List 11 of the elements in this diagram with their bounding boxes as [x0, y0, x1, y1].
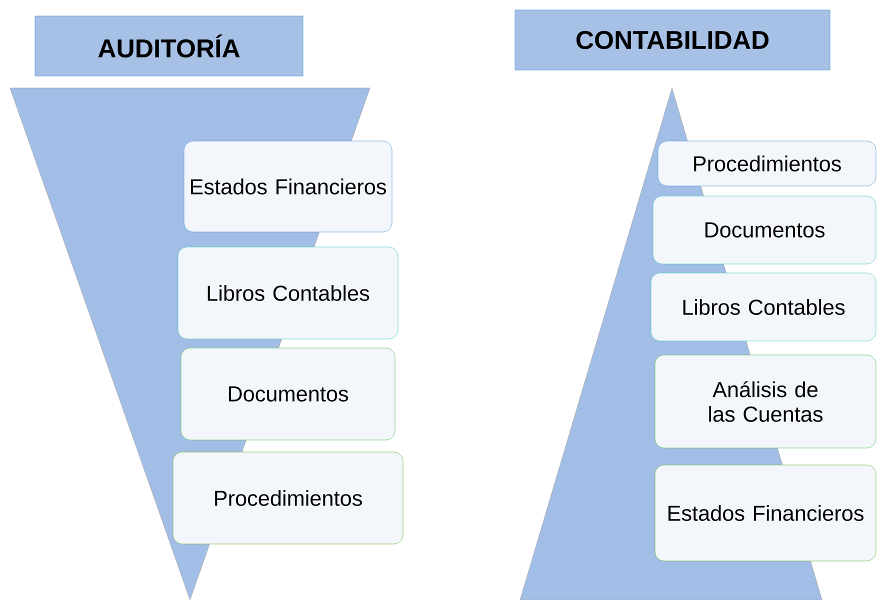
text-box: Procedimientos: [658, 140, 876, 186]
text-box: Análisis de las Cuentas: [654, 354, 876, 448]
text-box: Procedimientos: [172, 452, 404, 544]
text-box: Estados Financieros: [184, 140, 392, 232]
text-box: Estados Financieros: [654, 464, 876, 562]
title-box: AUDITORÍA: [34, 16, 304, 76]
text-box: Documentos: [652, 196, 876, 264]
text-box: Libros Contables: [650, 272, 876, 342]
title-box: CONTABILIDAD: [514, 10, 830, 70]
text-box: Documentos: [180, 348, 396, 440]
text-box: Libros Contables: [178, 246, 398, 340]
